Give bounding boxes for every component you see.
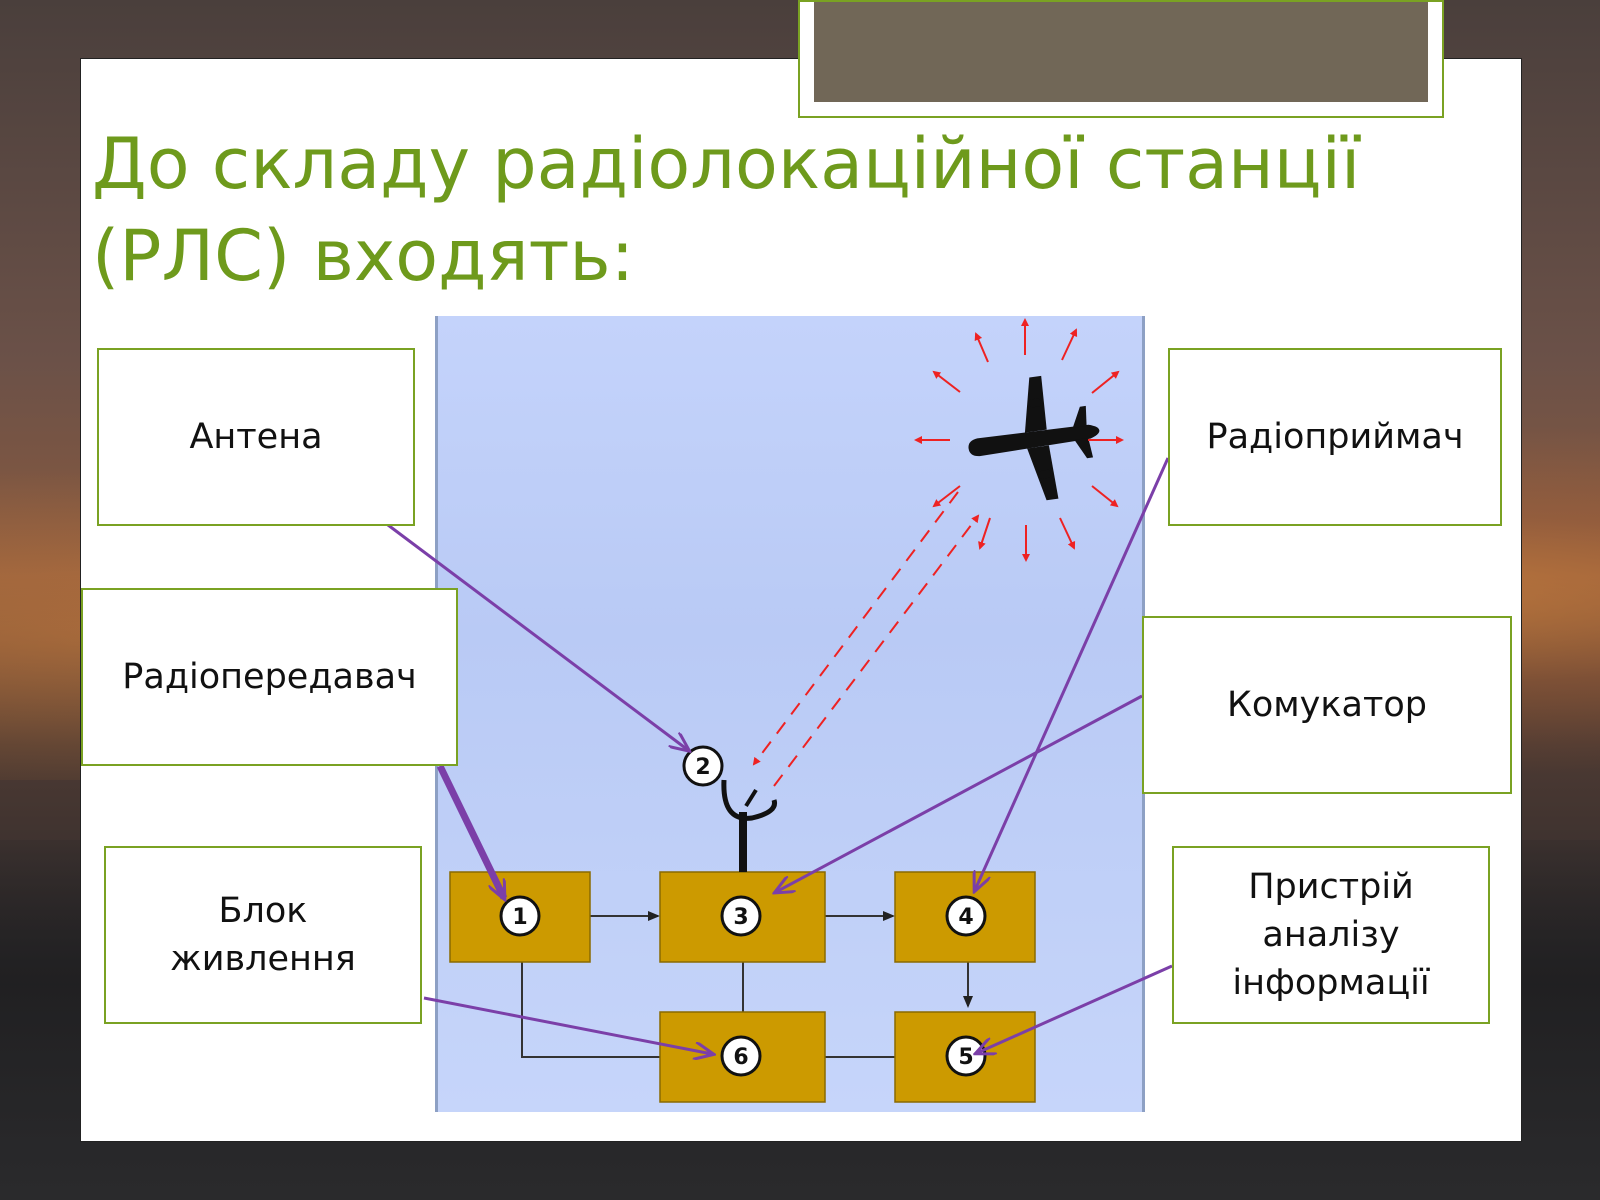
reflection-rays [914,318,1124,562]
marker-4: 4 [945,895,987,937]
label-analyzer-line-1: Пристрій [1248,867,1414,907]
label-analyzer-text: Пристрій аналізу інформації [1232,863,1429,1007]
pointer-transmitter [436,764,508,898]
marker-3-label: 3 [733,905,748,930]
airplane-icon [968,375,1100,501]
returning-signal [752,491,959,766]
label-pointers [383,457,1173,1054]
label-transmitter: Радіопередавач [81,588,458,766]
pointer-power-supply [423,996,712,1054]
block-connections [521,911,973,1058]
line-1-to-6 [521,962,660,1058]
pointer-analyzer [977,964,1173,1053]
marker-2: 2 [682,745,724,787]
label-analyzer-line-2: аналізу [1262,915,1400,955]
label-receiver-text: Радіоприймач [1206,417,1464,457]
block-number-markers: 1 2 3 4 5 6 [499,745,987,1077]
marker-6: 6 [720,1035,762,1077]
slide-title: До складу радіолокаційної станції (РЛС) … [92,118,1392,302]
label-power-supply-line-2: живлення [170,939,356,979]
marker-1-label: 1 [512,905,527,930]
antenna-dish-icon [721,779,778,872]
label-receiver: Радіоприймач [1168,348,1502,526]
label-antenna-text: Антена [189,417,323,457]
label-switch: Комукатор [1142,616,1512,794]
header-decoration-tab [798,0,1444,118]
label-antenna: Антена [97,348,415,526]
radar-signal-paths [752,491,980,787]
title-line-2: (РЛС) входять: [92,215,635,297]
marker-6-label: 6 [733,1045,748,1070]
marker-1: 1 [499,895,541,937]
marker-5: 5 [945,1035,987,1077]
marker-2-label: 2 [695,755,710,780]
header-decoration-fill [814,2,1428,102]
pointer-antenna [383,520,688,750]
title-line-1: До складу радіолокаційної станції [92,123,1361,205]
marker-5-label: 5 [958,1045,973,1070]
marker-3: 3 [720,895,762,937]
outgoing-signal [773,514,980,787]
pointer-switch [776,694,1143,892]
label-switch-text: Комукатор [1227,685,1427,725]
label-power-supply: Блок живлення [104,846,422,1024]
pointer-receiver [975,457,1170,890]
label-transmitter-text: Радіопередавач [122,657,417,697]
label-power-supply-text: Блок живлення [170,887,356,983]
label-analyzer-line-3: інформації [1232,963,1430,1003]
label-power-supply-line-1: Блок [218,891,308,931]
marker-4-label: 4 [958,905,973,930]
label-analyzer: Пристрій аналізу інформації [1172,846,1490,1024]
